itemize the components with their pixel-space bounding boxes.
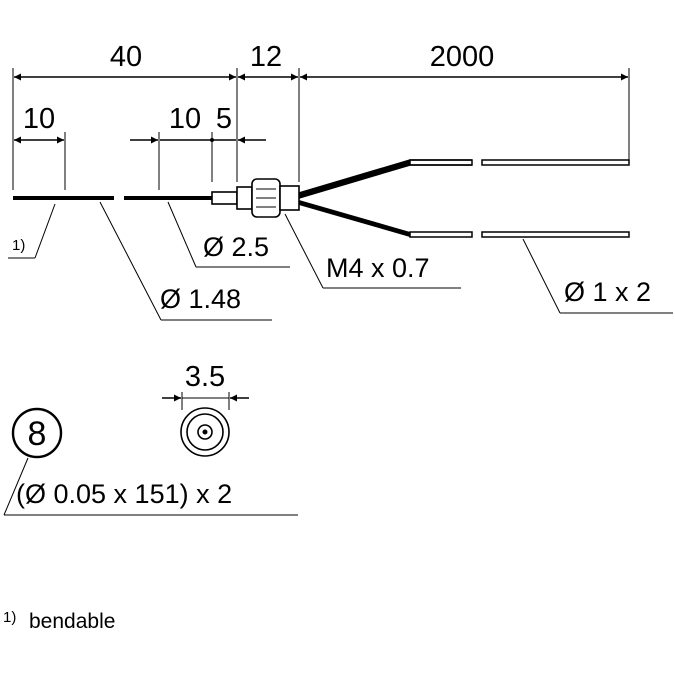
leader-tip-diameter: Ø 2.5 xyxy=(167,201,290,268)
footnote: 1) bendable xyxy=(3,609,115,633)
leader-cable-diameter: Ø 1 x 2 xyxy=(522,238,673,314)
sensor-head-end-view: 3.5 xyxy=(162,361,249,457)
dim-5-label: 5 xyxy=(216,103,232,135)
dim-10-bendable-label: 10 xyxy=(23,103,55,135)
cable-diameter-label: Ø 1 x 2 xyxy=(564,277,651,307)
end-view-icon xyxy=(180,407,230,457)
footnote-text: bendable xyxy=(29,610,115,633)
dim-40-label: 40 xyxy=(110,41,142,73)
leader-footnote-ref: 1) xyxy=(8,203,56,259)
footnote-ref-label: 1) xyxy=(12,237,25,254)
fiber-spec-label: (Ø 0.05 x 151) x 2 xyxy=(16,479,232,509)
footnote-marker: 1) xyxy=(3,609,16,626)
dimension-chain-top: 40 12 2000 xyxy=(12,41,630,190)
dim-12-label: 12 xyxy=(250,41,282,73)
probe-sleeve xyxy=(211,191,238,205)
leader-fiber-spec: (Ø 0.05 x 151) x 2 xyxy=(3,457,298,516)
dim-2000-label: 2000 xyxy=(430,41,495,73)
leader-probe-diameter: Ø 1.48 xyxy=(99,201,272,321)
dim-10-tip-label: 10 xyxy=(169,103,201,135)
dimension-chain-second: 10 10 5 xyxy=(14,103,266,190)
sensor-probe-side-view xyxy=(13,159,630,238)
thread-label: M4 x 0.7 xyxy=(326,253,430,283)
fiber-count-number: 8 xyxy=(28,415,47,453)
cable-lower xyxy=(299,200,410,237)
dim-3-5-label: 3.5 xyxy=(185,361,225,393)
leader-thread: M4 x 0.7 xyxy=(284,213,461,289)
tip-diameter-label: Ø 2.5 xyxy=(203,232,269,262)
circled-number-icon xyxy=(11,407,63,459)
probe-diameter-label: Ø 1.48 xyxy=(160,284,241,314)
fiber-count-symbol: 8 xyxy=(11,407,63,459)
